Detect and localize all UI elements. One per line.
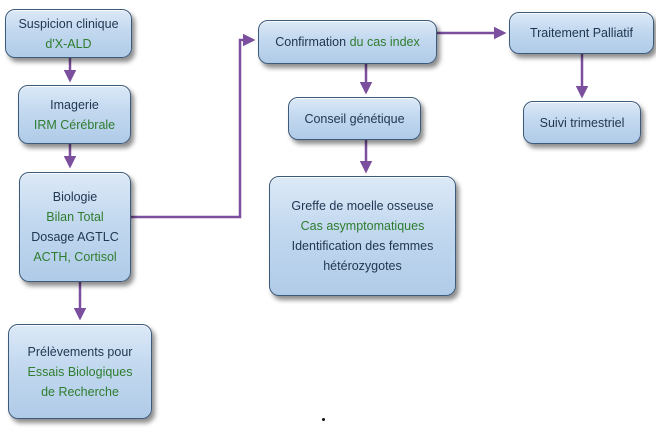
box-suivi-trimestriel: Suivi trimestriel	[523, 101, 641, 144]
biologie-line1: Biologie	[52, 190, 98, 204]
biologie-line4: ACTH, Cortisol	[33, 250, 117, 264]
box-confirmation-cas-index: Confirmation du cas index	[258, 20, 437, 64]
prelevements-line1: Prélèvements pour	[27, 344, 133, 359]
box-traitement-palliatif: Traitement Palliatif	[509, 12, 654, 54]
greffe-line2: Cas asymptomatiques	[300, 219, 425, 233]
box-greffe: Greffe de moelle osseuse Cas asymptomati…	[269, 176, 456, 296]
suivi-line1: Suivi trimestriel	[539, 115, 625, 130]
biologie-line3: Dosage AGTLC	[31, 230, 119, 244]
box-conseil-genetique: Conseil génétique	[288, 97, 421, 140]
conseil-line1: Conseil génétique	[304, 111, 405, 126]
box-imagerie: Imagerie IRM Cérébrale	[18, 85, 131, 144]
box-biologie: Biologie Bilan Total Dosage AGTLC ACTH, …	[19, 172, 131, 282]
confirmation-label-a: Confirmation	[275, 35, 347, 49]
greffe-line1: Greffe de moelle osseuse	[291, 199, 434, 213]
confirmation-label-b: du cas index	[349, 35, 420, 49]
prelevements-line2: Essais Biologiques	[27, 364, 133, 379]
greffe-line4: hétérozygotes	[323, 259, 402, 273]
prelevements-line3: de Recherche	[41, 384, 119, 399]
box-prelevements: Prélèvements pour Essais Biologiques de …	[8, 324, 152, 419]
greffe-line3: Identification des femmes	[291, 239, 434, 253]
traitement-line1: Traitement Palliatif	[529, 26, 634, 40]
stray-dot	[322, 418, 325, 421]
biologie-line2: Bilan Total	[46, 210, 104, 224]
suspicion-line1: Suspicion clinique	[18, 16, 119, 31]
imagerie-line1: Imagerie	[50, 97, 99, 112]
suspicion-line2: d'X-ALD	[45, 36, 92, 51]
box-suspicion-clinique: Suspicion clinique d'X-ALD	[5, 9, 132, 58]
imagerie-line2: IRM Cérébrale	[33, 117, 116, 132]
arrow-biologie-to-confirmation	[131, 33, 256, 219]
